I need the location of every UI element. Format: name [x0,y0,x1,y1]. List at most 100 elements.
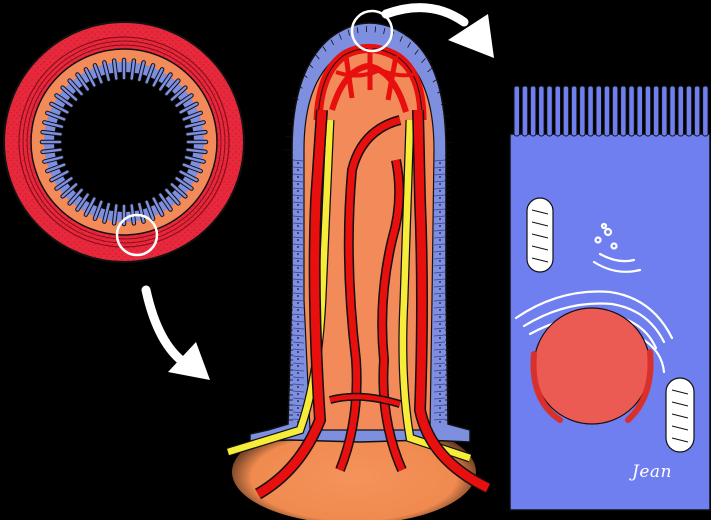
cell-wall [292,201,305,204]
brush-tick [427,67,433,73]
highlight-circle-villus [115,213,159,257]
brush-tick [383,28,386,35]
cell-nucleus-dot [297,414,299,416]
cell-wall [292,397,305,400]
cell-nucleus-dot [297,190,299,192]
cell-nucleus-dot [439,239,441,241]
cell-wall [433,173,446,176]
cell-nucleus-dot [297,232,299,234]
brush-tick [421,58,426,63]
cell-wall [433,264,446,267]
villus-fold-fill [184,121,205,128]
microvillus [554,85,561,137]
villus-fold-fill [93,200,103,220]
villus [226,9,491,520]
cell-nucleus-dot [439,162,441,164]
brush-tick [407,42,411,48]
cell-nucleus-dot [439,288,441,290]
villus-fold-fill [46,163,66,173]
microvillus [587,85,594,137]
cell-wall [433,299,446,302]
cell-wall [433,278,446,281]
microvillus [628,85,635,137]
cell-wall [292,229,305,232]
villus-fold-fill [50,170,69,182]
cell-wall [292,313,305,316]
cell-wall [433,243,446,246]
cell-nucleus-dot [439,281,441,283]
mitochondrion-lower [665,377,695,453]
cell-nucleus-dot [297,162,299,164]
cell-wall [292,320,305,323]
villus-fold-fill [170,183,187,198]
cell-wall [292,173,305,176]
microvillus [644,85,652,137]
cell-wall [292,180,305,183]
villus-fold-fill [46,111,66,121]
microvillus [669,85,676,137]
cell-nucleus-dot [439,407,441,409]
cell-nucleus-dot [439,204,441,206]
cell-wall [433,341,446,344]
cell-wall [433,376,446,379]
microvillus [702,85,709,137]
cell-nucleus-dot [439,358,441,360]
cell-wall [433,201,446,204]
cell-nucleus-dot [439,393,441,395]
villus-fold-fill [68,188,83,205]
nuclear-envelope-er [530,349,654,423]
highlight-circle-epithelium [350,9,394,53]
brush-tick [432,78,438,83]
cell-wall [292,341,305,344]
cell-nucleus-dot [439,316,441,318]
cell-wall [433,397,446,400]
villus-fold-fill [159,73,172,91]
microvillus [521,85,529,137]
cell-wall [292,166,305,169]
cell-wall [433,411,446,414]
cell-wall [292,390,305,393]
cell-nucleus-dot [439,246,441,248]
cell-nucleus-dot [439,232,441,234]
cell-nucleus-dot [439,197,441,199]
microvillus [529,85,537,137]
villus-fold-fill [186,130,207,136]
cell-nucleus-dot [297,197,299,199]
cell-nucleus-dot [297,281,299,283]
microvillus [513,85,520,137]
cell-nucleus-dot [297,288,299,290]
cell-nucleus-dot [297,407,299,409]
villus-fold-fill [112,204,118,225]
cell-nucleus-dot [439,337,441,339]
cell-nucleus-dot [439,274,441,276]
lamina-propria-base [232,420,476,520]
villus-fold-fill [145,64,155,84]
cell-wall [433,180,446,183]
cell-wall [292,299,305,302]
cell-wall [292,159,305,162]
cell-nucleus-dot [297,211,299,213]
cell-nucleus-dot [439,302,441,304]
cell-nucleus-dot [297,204,299,206]
villus-fold-fill [170,86,187,101]
cell-nucleus-dot [439,295,441,297]
villus-fold-fill [103,61,110,82]
cell-nucleus-dot [297,302,299,304]
cell-wall [433,257,446,260]
cell-nucleus-dot [297,239,299,241]
microvillus [620,85,627,137]
cell-wall [433,166,446,169]
cell-wall [433,215,446,218]
cell-nucleus-dot [297,372,299,374]
microvillus [611,85,619,137]
cell-wall [433,348,446,351]
villus-fold-fill [43,121,64,128]
cell-wall [292,383,305,386]
microvillus [693,85,701,137]
cell-wall [433,334,446,337]
cell-wall [292,306,305,309]
cell-wall [292,285,305,288]
villus-fold-fill [76,193,89,211]
cell-wall [292,334,305,337]
cell-wall [292,355,305,358]
